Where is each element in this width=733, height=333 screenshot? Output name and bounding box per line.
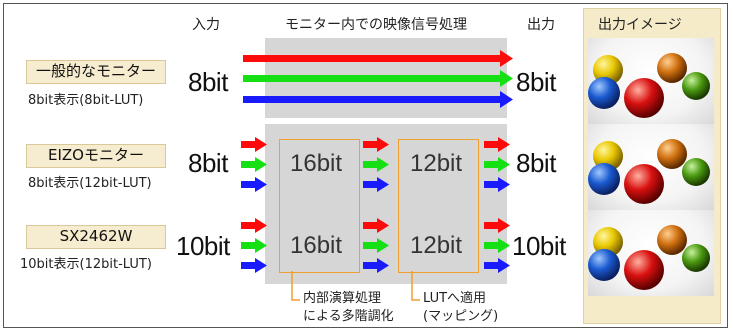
output-image-row2: [588, 124, 714, 210]
row3-input-arrows: [241, 218, 267, 273]
stage1-callout-line: [291, 271, 300, 301]
row2-output-bits: 8bit: [516, 148, 556, 178]
row3-mid-arrows: [363, 218, 389, 273]
stage2-box: [398, 139, 479, 273]
row1-blue-arrow: [243, 91, 513, 108]
row1-monitor-desc: 8bit表示(8bit-LUT): [28, 93, 144, 108]
stage2-note: LUTへ適用 (マッピング): [423, 290, 498, 326]
header-input: 入力: [192, 17, 220, 33]
row2-stage2-bits: 12bit: [410, 150, 463, 177]
output-image-row1: [588, 38, 714, 124]
row2-output-arrows: [484, 137, 510, 192]
row2-stage1-bits: 16bit: [290, 150, 343, 177]
row3-output-arrows: [484, 218, 510, 273]
balls-image-row1: [588, 53, 710, 118]
row3-monitor-desc: 10bit表示(12bit-LUT): [20, 257, 152, 272]
row2-input-bits: 8bit: [188, 148, 228, 178]
row3-output-bits: 10bit: [512, 231, 566, 261]
row1-monitor-name: 一般的なモニター: [26, 60, 166, 84]
row1-output-bits: 8bit: [516, 67, 556, 97]
stage1-note-line1: 内部演算処理: [303, 291, 382, 306]
header-output: 出力: [527, 17, 555, 33]
row1-green-arrow: [243, 70, 513, 87]
stage1-note: 内部演算処理 による多階調化: [303, 290, 394, 326]
stage2-callout-line: [411, 271, 420, 301]
header-processing: モニター内での映像信号処理: [285, 17, 467, 33]
stage2-note-line1: LUTへ適用: [423, 291, 487, 306]
processing-area-row2: [265, 124, 507, 284]
row1-input-bits: 8bit: [188, 67, 228, 97]
row3-stage2-bits: 12bit: [410, 232, 463, 259]
row2-monitor-name: EIZOモニター: [26, 144, 166, 168]
balls-image-row2: [588, 139, 710, 204]
output-image-row3: [588, 210, 714, 296]
row3-input-bits: 10bit: [176, 231, 230, 261]
balls-image-row3: [588, 225, 710, 290]
stage2-note-line2: (マッピング): [423, 309, 499, 324]
row2-mid-arrows: [363, 137, 389, 192]
stage1-box: [279, 139, 360, 273]
row2-input-arrows: [241, 137, 267, 192]
header-output-image: 出力イメージ: [598, 17, 682, 33]
row2-monitor-desc: 8bit表示(12bit-LUT): [28, 176, 152, 191]
stage1-note-line2: による多階調化: [303, 309, 394, 324]
row3-stage1-bits: 16bit: [290, 232, 343, 259]
row1-red-arrow: [243, 50, 513, 67]
row3-monitor-name: SX2462W: [26, 225, 166, 249]
